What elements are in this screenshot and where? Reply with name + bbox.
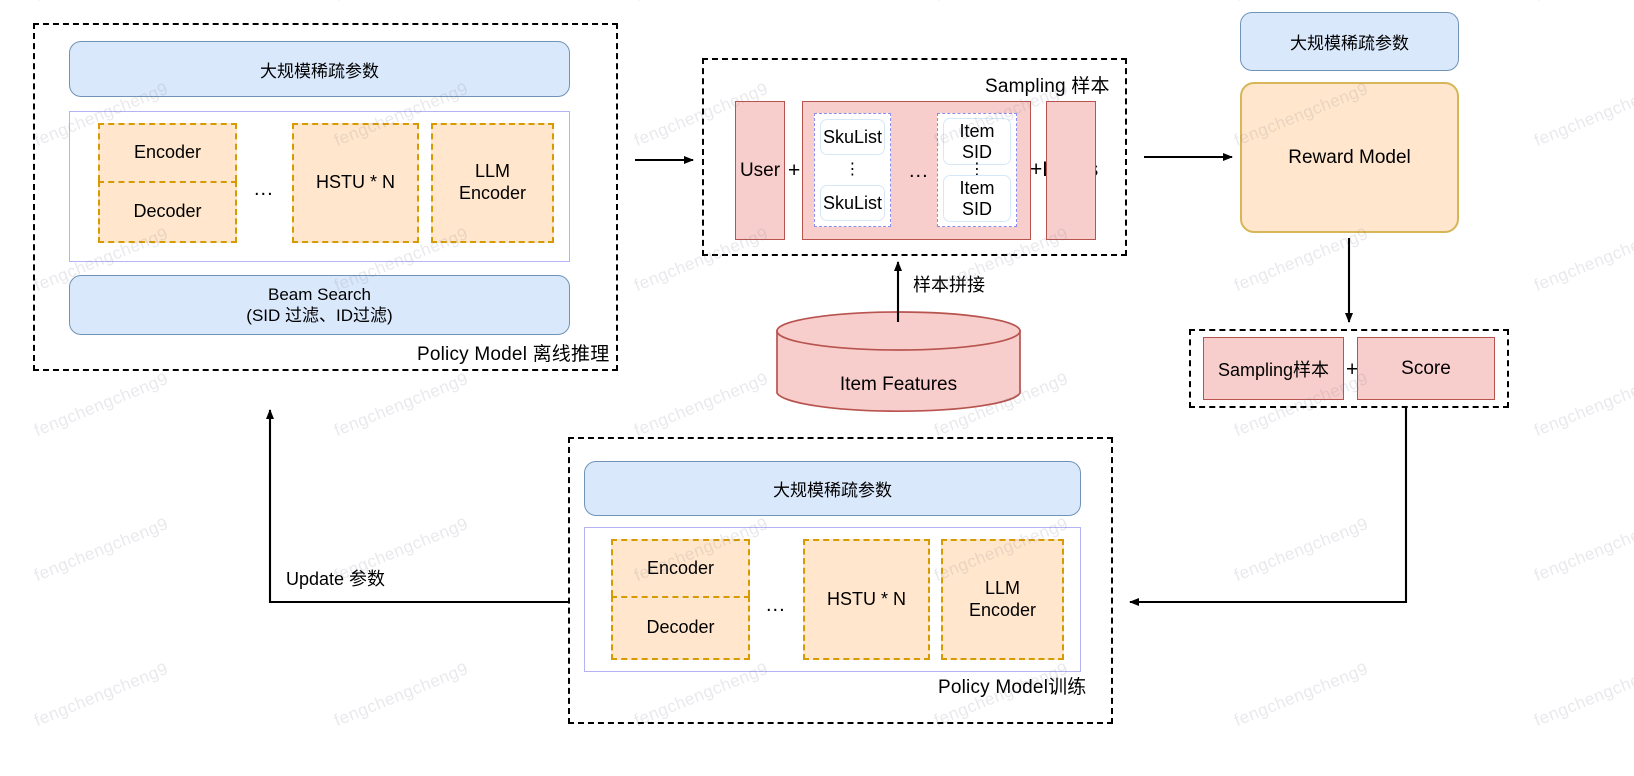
training-llm-line1: LLM <box>984 577 1020 598</box>
skulist-chip-bottom: SkuList <box>820 185 885 221</box>
item-sid-bottom-line2: SID <box>961 198 992 219</box>
training-encoder-box: Encoder <box>611 539 750 596</box>
offline-decoder-box: Decoder <box>98 181 237 243</box>
watermark-text: fengchengcheng9 <box>1531 224 1634 296</box>
item-sid-chip-top: Item SID <box>943 118 1011 165</box>
reward-sparse-params-box: 大规模稀疏参数 <box>1240 12 1459 71</box>
offline-encoder-box: Encoder <box>98 123 237 181</box>
skulist-vertical-dots: ⋮ <box>844 161 861 178</box>
skulist-chip-top: SkuList <box>820 119 885 155</box>
sampling-user-box: User <box>735 101 785 240</box>
offline-llm-encoder-box: LLM Encoder <box>431 123 554 243</box>
beam-search-line2: (SID 过滤、ID过滤) <box>246 306 393 325</box>
sample-concat-label: 样本拼接 <box>913 275 985 295</box>
watermark-text: fengchengcheng9 <box>631 0 771 6</box>
offline-ellipsis: ... <box>254 178 274 200</box>
score-value-box: Score <box>1357 337 1495 400</box>
policy-model-training-group <box>568 437 1113 724</box>
watermark-text: fengchengcheng9 <box>331 659 471 731</box>
sampling-group-label: Sampling 样本 <box>985 76 1110 97</box>
beam-search-line1: Beam Search <box>268 284 371 304</box>
training-hstu-box: HSTU * N <box>803 539 930 660</box>
item-sid-top-line2: SID <box>961 141 992 162</box>
sampling-group <box>702 58 1127 256</box>
policy-model-offline-group <box>33 23 618 371</box>
offline-llm-line1: LLM <box>474 161 510 182</box>
item-sid-container: Item SID ⋮ Item SID <box>937 113 1017 227</box>
cylinder-shape <box>776 311 1021 413</box>
training-decoder-box: Decoder <box>611 596 750 660</box>
watermark-text: fengchengcheng9 <box>1231 0 1371 6</box>
sampling-logits-box <box>1046 101 1096 240</box>
score-sampling-box: Sampling样本 <box>1203 337 1344 400</box>
watermark-text: fengchengcheng9 <box>1531 659 1634 731</box>
beam-search-box: Beam Search (SID 过滤、ID过滤) <box>69 275 570 335</box>
policy-model-training-label: Policy Model训练 <box>938 677 1087 698</box>
sampling-plus-1: + <box>788 159 801 182</box>
watermark-text: fengchengcheng9 <box>31 659 171 731</box>
watermark-text: fengchengcheng9 <box>931 0 1071 6</box>
watermark-text: fengchengcheng9 <box>331 369 471 441</box>
watermark-text: fengchengcheng9 <box>1231 224 1371 296</box>
watermark-text: fengchengcheng9 <box>631 369 771 441</box>
policy-model-offline-label: Policy Model 离线推理 <box>417 344 610 365</box>
item-sid-chip-bottom: Item SID <box>943 175 1011 222</box>
watermark-text: fengchengcheng9 <box>1231 659 1371 731</box>
score-plus-sign: + <box>1346 358 1359 381</box>
offline-llm-line2: Encoder <box>458 183 527 203</box>
watermark-text: fengchengcheng9 <box>1231 514 1371 586</box>
training-llm-line2: Encoder <box>968 599 1037 620</box>
watermark-text: fengchengcheng9 <box>1531 369 1634 441</box>
watermark-text: fengchengcheng9 <box>331 0 471 6</box>
training-ellipsis: ... <box>766 594 786 616</box>
watermark-text: fengchengcheng9 <box>31 514 171 586</box>
offline-hstu-box: HSTU * N <box>292 123 419 243</box>
watermark-text: fengchengcheng9 <box>1531 79 1634 151</box>
training-llm-encoder-box: LLM Encoder <box>941 539 1064 660</box>
score-group <box>1189 329 1509 408</box>
watermark-text: fengchengcheng9 <box>31 0 171 6</box>
reward-model-box: Reward Model <box>1240 82 1459 233</box>
watermark-text: fengchengcheng9 <box>31 369 171 441</box>
offline-sparse-params-box: 大规模稀疏参数 <box>69 41 570 97</box>
watermark-text: fengchengcheng9 <box>1531 0 1634 6</box>
item-sid-top-line1: Item <box>959 121 995 142</box>
item-sid-bottom-line1: Item <box>959 178 995 199</box>
watermark-text: fengchengcheng9 <box>1531 514 1634 586</box>
item-features-cylinder: Item Features <box>776 311 1021 413</box>
skulist-container: SkuList ⋮ SkuList <box>814 113 891 227</box>
update-params-label: Update 参数 <box>286 569 386 589</box>
item-sid-vertical-dots: ⋮ <box>969 161 985 178</box>
item-features-label: Item Features <box>839 374 958 395</box>
training-sparse-params-box: 大规模稀疏参数 <box>584 461 1081 516</box>
arrow-score-to-training <box>1129 408 1408 606</box>
sampling-middle-ellipsis: ... <box>909 160 929 182</box>
